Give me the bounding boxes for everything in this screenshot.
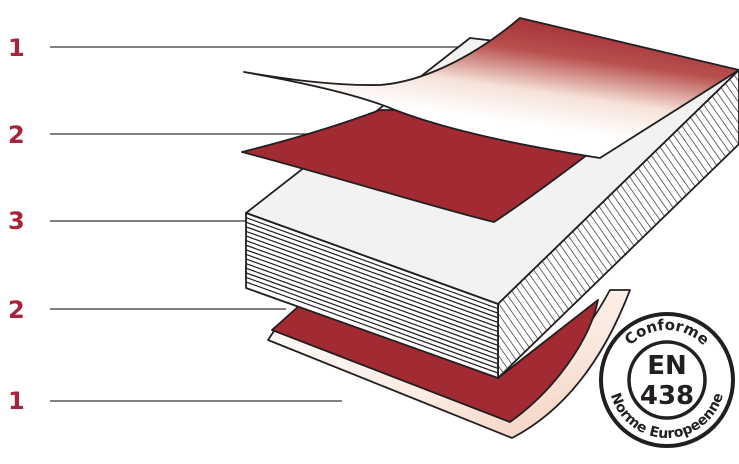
badge-code-line1: EN (647, 351, 687, 381)
badge-code-line2: 438 (640, 381, 694, 411)
en438-conformity-badge: Conforme Norme Europeenne EN 438 (601, 314, 733, 446)
